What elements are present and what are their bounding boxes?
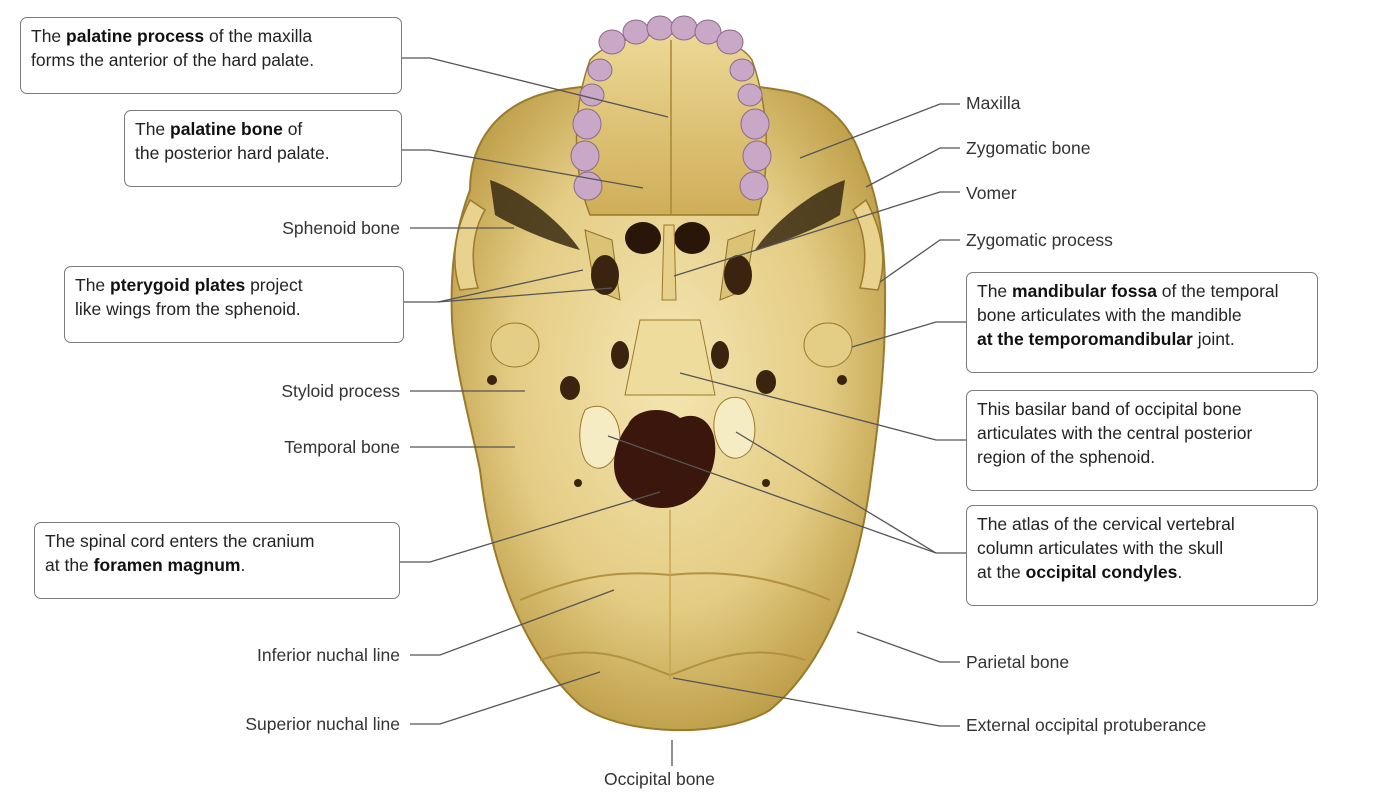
jugular-left — [611, 341, 629, 369]
label-sphenoid-bone: Sphenoid bone — [282, 217, 400, 239]
callout-pterygoid-plates: The pterygoid plates project like wings … — [64, 266, 404, 343]
callout-foramen-magnum: The spinal cord enters the cranium at th… — [34, 522, 400, 599]
term-palatine-process: palatine process — [66, 26, 204, 46]
callout-palatine-process: The palatine process of the maxilla form… — [20, 17, 402, 94]
callout-occipital-condyles: The atlas of the cervical vertebral colu… — [966, 505, 1318, 606]
mandibular-fossa-right — [804, 323, 852, 367]
callout-mandibular-fossa: The mandibular fossa of the temporal bon… — [966, 272, 1318, 373]
callout-basilar-band: This basilar band of occipital bone arti… — [966, 390, 1318, 491]
label-external-occipital-protuberance: External occipital protuberance — [966, 714, 1206, 736]
vomer-shape — [662, 225, 676, 300]
choana-left — [625, 222, 661, 254]
foramen-ovale-right — [724, 255, 752, 295]
label-occipital-bone: Occipital bone — [604, 768, 715, 790]
term-mandibular-fossa: mandibular fossa — [1012, 281, 1157, 301]
label-zygomatic-bone: Zygomatic bone — [966, 137, 1091, 159]
carotid-canal-left — [560, 376, 580, 400]
label-styloid-process: Styloid process — [281, 380, 400, 402]
label-parietal-bone: Parietal bone — [966, 651, 1069, 673]
occipital-condyle-left — [580, 406, 620, 468]
term-occipital-condyles: occipital condyles — [1026, 562, 1178, 582]
carotid-canal-right — [756, 370, 776, 394]
label-inferior-nuchal-line: Inferior nuchal line — [257, 644, 400, 666]
occipital-condyle-right — [714, 397, 755, 458]
mastoid-foramen-left — [574, 479, 582, 487]
label-vomer: Vomer — [966, 182, 1017, 204]
stylomastoid-left — [487, 375, 497, 385]
term-foramen-magnum: foramen magnum — [94, 555, 241, 575]
label-superior-nuchal-line: Superior nuchal line — [245, 713, 400, 735]
mastoid-foramen-right — [762, 479, 770, 487]
label-maxilla: Maxilla — [966, 92, 1020, 114]
mandibular-fossa-left — [491, 323, 539, 367]
label-zygomatic-process: Zygomatic process — [966, 229, 1113, 251]
choana-right — [674, 222, 710, 254]
stylomastoid-right — [837, 375, 847, 385]
basilar-occipital — [625, 320, 715, 395]
term-pterygoid-plates: pterygoid plates — [110, 275, 245, 295]
term-temporomandibular: at the temporomandibular — [977, 329, 1193, 349]
callout-palatine-bone: The palatine bone of the posterior hard … — [124, 110, 402, 187]
label-temporal-bone: Temporal bone — [284, 436, 400, 458]
term-palatine-bone: palatine bone — [170, 119, 283, 139]
jugular-right — [711, 341, 729, 369]
